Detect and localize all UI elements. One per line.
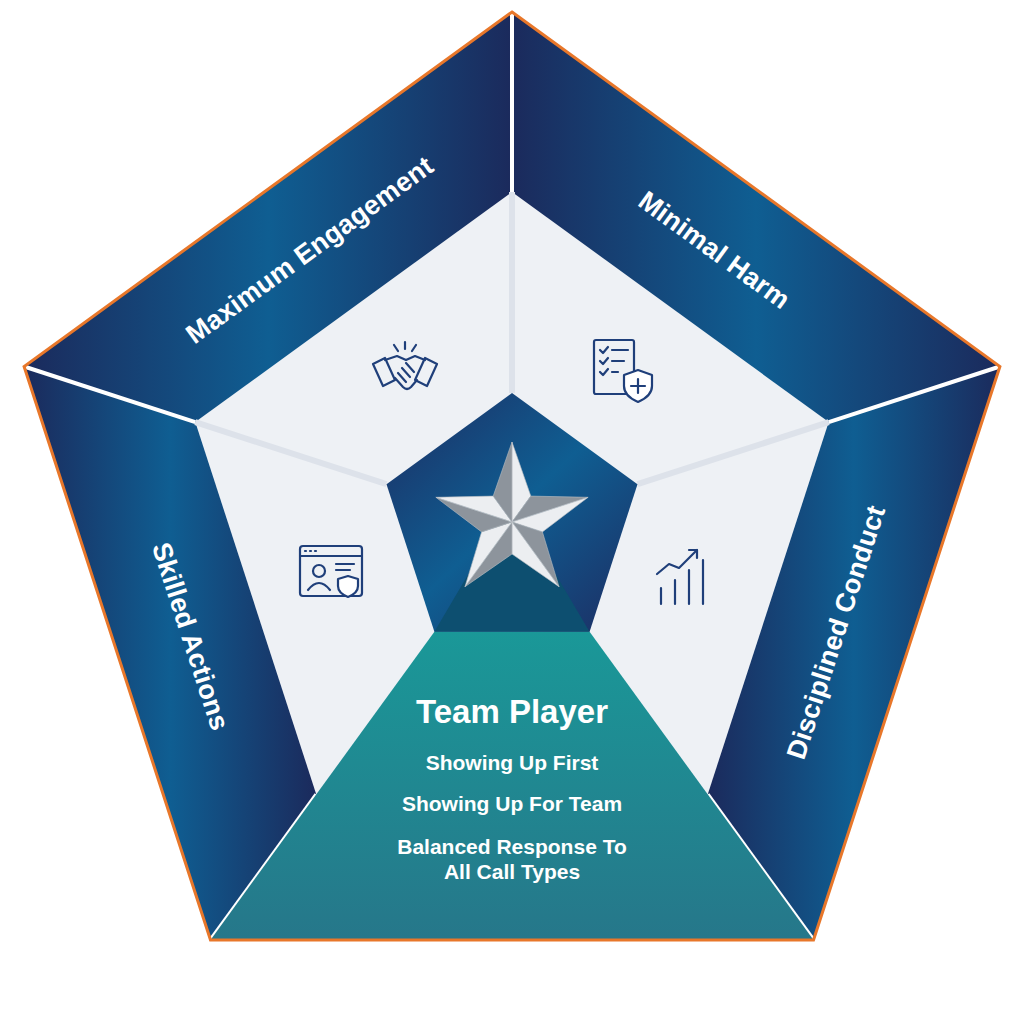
outer-outline: [24, 12, 1000, 940]
band-label: Minimal Harm: [632, 184, 797, 316]
outer-band: [24, 12, 512, 422]
band-label: Skilled Actions: [145, 538, 236, 734]
pentagon-segments: [24, 12, 1000, 940]
region-item: Balanced Response To All Call Types: [387, 834, 637, 884]
id-profile-icon: [300, 546, 362, 597]
star-facet: [512, 522, 559, 587]
band-label-box: Disciplined Conduct: [773, 492, 899, 772]
handshake-icon: [373, 342, 437, 389]
star-facet: [465, 522, 512, 587]
outer-band: [512, 12, 1000, 422]
region-item: Showing Up First: [312, 750, 712, 775]
document-shield-icon: [594, 340, 652, 402]
star-facet: [512, 522, 559, 587]
region-heading: Team Player: [312, 692, 712, 732]
band-separator: [510, 12, 514, 192]
star-facet: [465, 522, 512, 587]
band-label-box: Minimal Harm: [623, 176, 806, 324]
outer-band: [708, 367, 1000, 941]
growth-chart-icon: [657, 550, 703, 604]
segment-divider: [509, 192, 515, 393]
band-label-box: Skilled Actions: [138, 529, 243, 743]
region-item: Showing Up For Team: [312, 791, 712, 816]
band-label: Disciplined Conduct: [779, 501, 892, 763]
star-facet: [493, 442, 512, 522]
band-label-box: Maximum Engagement: [171, 141, 449, 359]
star-emblem: [436, 442, 588, 587]
band-label: Maximum Engagement: [180, 149, 440, 350]
segment-divider: [195, 422, 386, 484]
band-separator: [829, 366, 1000, 422]
segment-divider: [638, 422, 829, 484]
outer-band: [24, 367, 316, 941]
band-separator: [24, 366, 195, 422]
team-region-box: Team PlayerShowing Up FirstShowing Up Fo…: [302, 688, 722, 888]
core-pentagon: [387, 393, 638, 632]
team-region: [211, 632, 814, 940]
